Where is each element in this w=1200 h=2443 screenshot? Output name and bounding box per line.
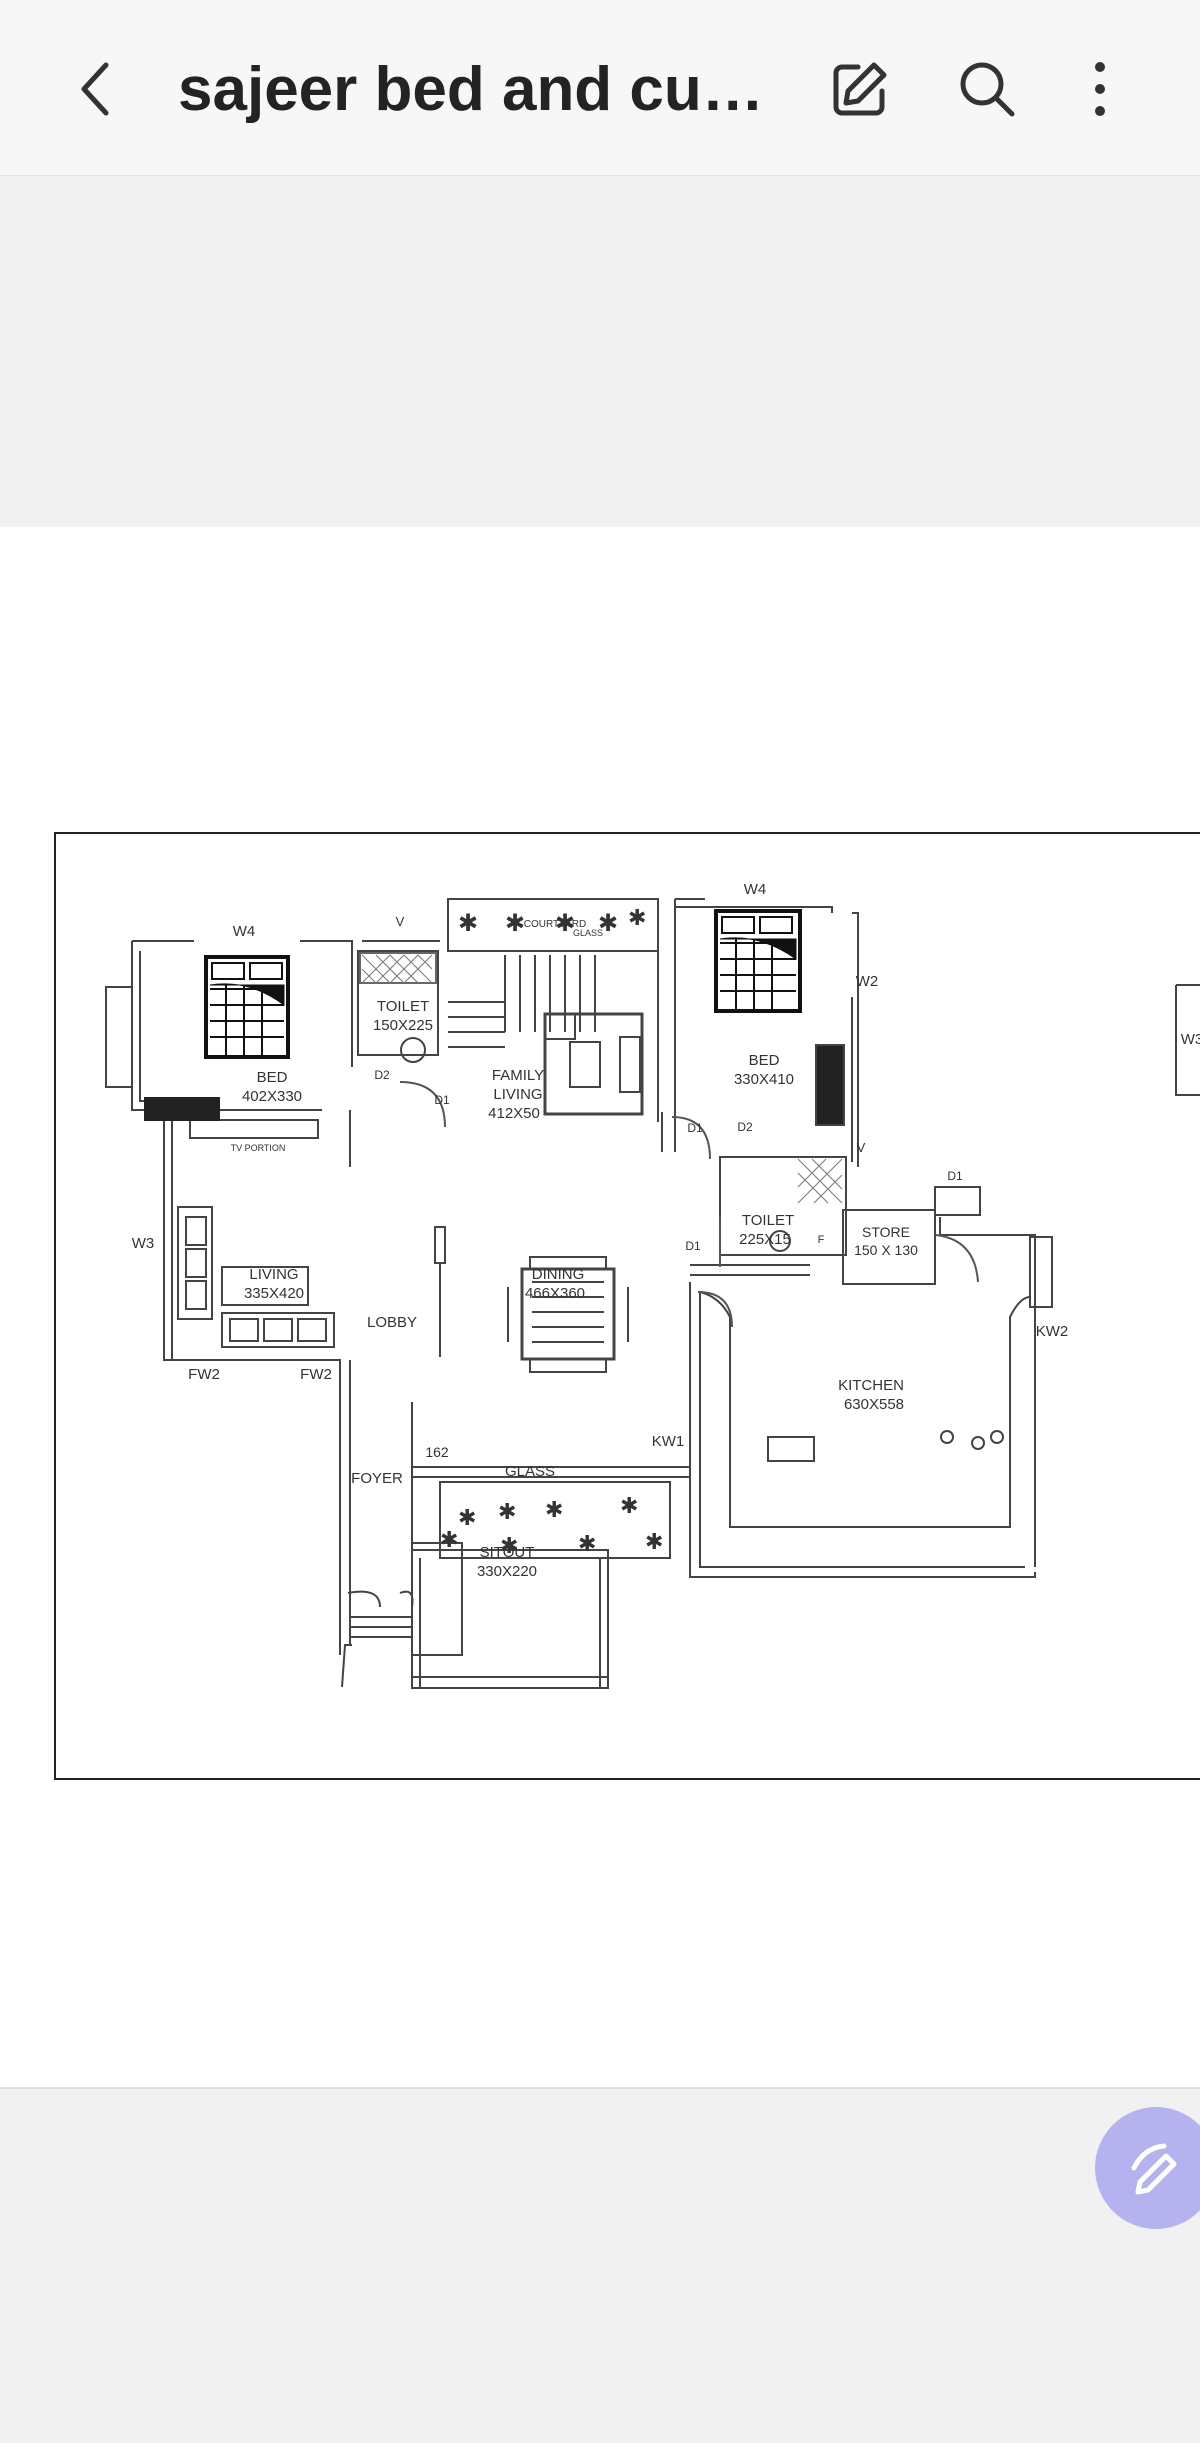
- label-toilet1-size: 150X225: [373, 1017, 433, 1034]
- label-bed1-size: 402X330: [242, 1088, 302, 1105]
- label-d1-b: D1: [687, 1121, 703, 1135]
- label-bed1: BED: [257, 1069, 288, 1086]
- label-sitout-size: 330X220: [477, 1563, 537, 1580]
- label-bed2: BED: [749, 1052, 780, 1069]
- label-toilet1: TOILET: [377, 998, 429, 1015]
- label-fw2-left: FW2: [188, 1366, 220, 1383]
- label-w4-left: W4: [233, 923, 256, 940]
- label-glass: GLASS: [505, 1463, 555, 1480]
- label-d1-a: D1: [434, 1093, 450, 1107]
- label-family-living: LIVING: [493, 1086, 542, 1103]
- svg-text:✱: ✱: [498, 1499, 516, 1524]
- svg-text:✱: ✱: [545, 1497, 563, 1522]
- drawing-border: [54, 832, 1200, 1780]
- label-w2: W2: [856, 973, 879, 990]
- label-dining: DINING: [532, 1266, 585, 1283]
- label-glass-top: GLASS: [573, 928, 603, 938]
- label-lobby: LOBBY: [367, 1314, 417, 1331]
- bed2-furniture: [714, 909, 802, 1013]
- label-kitchen-size: 630X558: [844, 1396, 904, 1413]
- label-toilet2-size: 225X15: [739, 1231, 791, 1248]
- more-vert-icon[interactable]: [1060, 49, 1140, 129]
- label-courtyard: COURTYARD: [524, 919, 586, 930]
- edit-icon[interactable]: [820, 49, 900, 129]
- label-family-size: 412X50: [488, 1105, 540, 1122]
- label-family: FAMILY: [492, 1067, 544, 1084]
- label-tv-portion: TV PORTION: [231, 1143, 286, 1153]
- label-w4-right: W4: [744, 881, 767, 898]
- app-bar: sajeer bed and cup…: [0, 0, 1200, 176]
- label-d1-d: D1: [947, 1169, 963, 1183]
- svg-text:✱: ✱: [505, 910, 525, 937]
- label-store: STORE: [862, 1224, 910, 1240]
- label-fw2-right: FW2: [300, 1366, 332, 1383]
- label-kw2: KW2: [1036, 1323, 1069, 1340]
- pdf-page: ✱✱ ✱✱ ✱ ✱✱ ✱✱ ✱✱ ✱✱ BED 402X330 TV PORTI…: [0, 527, 1200, 2089]
- label-v-b: V: [857, 1140, 866, 1155]
- svg-text:✱: ✱: [500, 1533, 518, 1558]
- label-d2-a: D2: [374, 1068, 390, 1082]
- svg-text:✱: ✱: [440, 1527, 458, 1552]
- floor-plan-drawing: ✱✱ ✱✱ ✱ ✱✱ ✱✱ ✱✱ ✱✱ BED 402X330 TV PORTI…: [54, 832, 1200, 1780]
- label-v-a: V: [396, 914, 405, 929]
- svg-text:✱: ✱: [645, 1529, 663, 1554]
- label-kitchen: KITCHEN: [838, 1377, 904, 1394]
- svg-text:✱: ✱: [628, 905, 646, 930]
- search-icon[interactable]: [947, 49, 1027, 129]
- label-living-size: 335X420: [244, 1285, 304, 1302]
- bed1-furniture: [204, 955, 290, 1059]
- svg-text:✱: ✱: [555, 910, 575, 937]
- label-dining-size: 466X360: [525, 1285, 585, 1302]
- svg-text:✱: ✱: [598, 910, 618, 937]
- label-toilet2: TOILET: [742, 1212, 794, 1229]
- label-kw1: KW1: [652, 1433, 685, 1450]
- label-sitout: SITOUT: [480, 1544, 535, 1561]
- label-w3-right: W3: [1181, 1031, 1200, 1048]
- svg-text:✱: ✱: [458, 1505, 476, 1530]
- svg-text:✱: ✱: [458, 910, 478, 937]
- svg-text:✱: ✱: [620, 1493, 638, 1518]
- label-w3: W3: [132, 1235, 155, 1252]
- label-d1-c: D1: [685, 1239, 701, 1253]
- back-arrow-icon[interactable]: [58, 49, 138, 129]
- label-bed2-size: 330X410: [734, 1071, 794, 1088]
- label-f: F: [818, 1234, 825, 1246]
- label-living: LIVING: [249, 1266, 298, 1283]
- label-d2-b: D2: [737, 1120, 753, 1134]
- svg-text:✱: ✱: [578, 1531, 596, 1556]
- pen-icon: [1131, 2143, 1177, 2195]
- label-162: 162: [425, 1444, 449, 1460]
- draw-pen-fab[interactable]: [1095, 2107, 1200, 2229]
- label-foyer: FOYER: [351, 1470, 403, 1487]
- label-store-size: 150 X 130: [854, 1242, 918, 1258]
- document-title: sajeer bed and cup…: [178, 55, 778, 124]
